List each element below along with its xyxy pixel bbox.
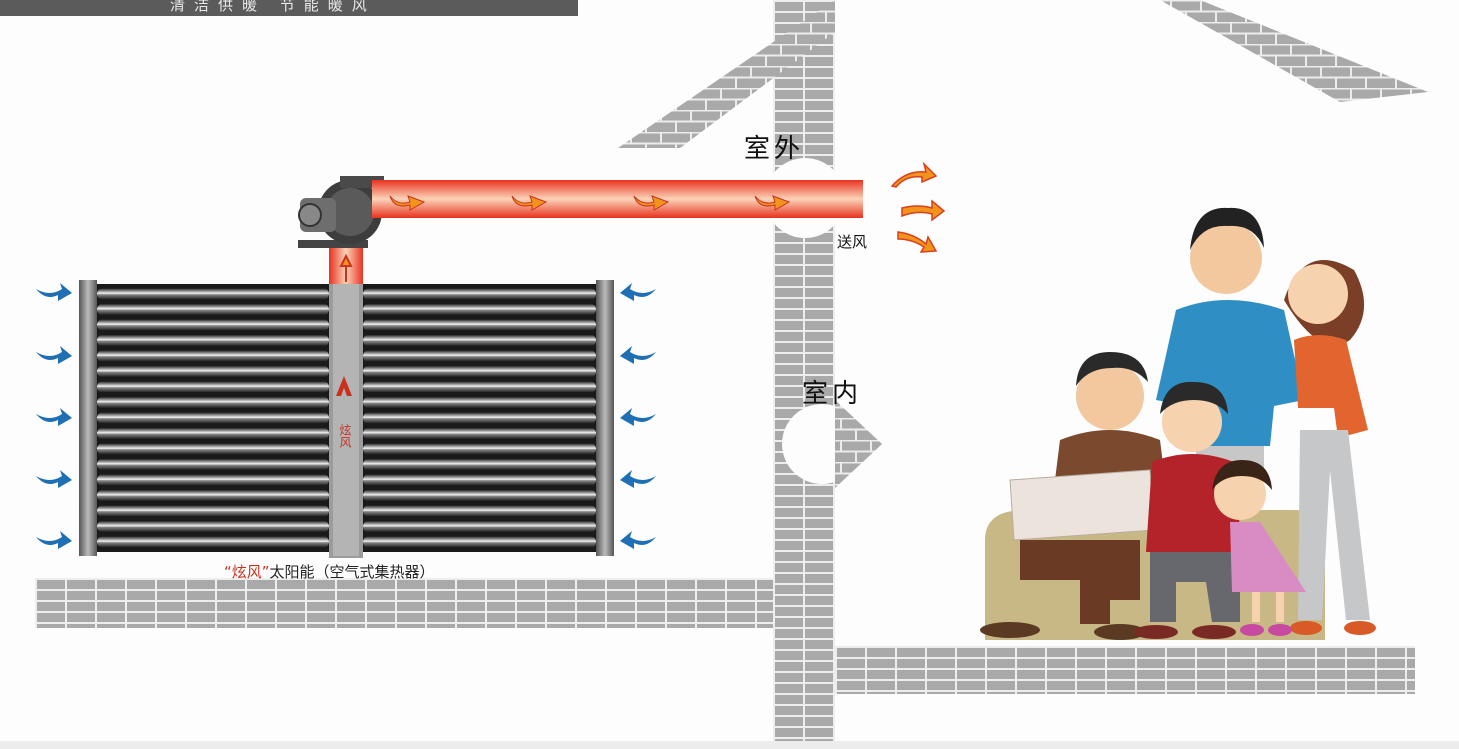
house-floor	[835, 646, 1415, 694]
supply-air-arrows	[890, 161, 946, 253]
vacuum-tube	[363, 334, 596, 347]
vacuum-tube	[97, 474, 329, 486]
cold-air-arrow-icon	[36, 470, 72, 488]
house-roof	[618, 0, 1428, 148]
cold-air-arrow-icon	[620, 346, 656, 364]
cold-air-arrow-icon	[36, 283, 72, 301]
vacuum-tube	[97, 412, 329, 424]
collector-caption-text: 太阳能（空气式集热器）	[269, 563, 435, 581]
vacuum-tube	[97, 303, 329, 316]
vacuum-tube	[363, 427, 596, 440]
cold-air-arrow-icon	[620, 531, 656, 549]
solar-air-collector	[79, 280, 614, 558]
footer-bar	[0, 741, 1459, 749]
vacuum-tube	[97, 458, 329, 471]
vacuum-tube	[363, 288, 596, 300]
brand-logo-icon	[336, 376, 352, 396]
vacuum-tube	[363, 412, 596, 424]
family-illustration	[980, 207, 1376, 640]
label-indoor: 室内	[802, 379, 863, 409]
top-banner: 清洁供暖 节能暖风	[0, 0, 578, 16]
vacuum-tube	[363, 489, 596, 502]
vacuum-tube	[363, 443, 596, 455]
riser-arrow-icon	[339, 253, 353, 282]
cold-air-arrow-icon	[620, 470, 656, 488]
label-outdoor: 室外	[744, 134, 805, 164]
vacuum-tube	[363, 350, 596, 362]
label-supply-air: 送风	[837, 233, 868, 251]
cold-air-intake-arrows	[36, 283, 656, 549]
grandfather-figure	[980, 352, 1170, 640]
vacuum-tube	[363, 536, 596, 548]
pipe-flow-arrows	[389, 195, 791, 211]
vacuum-tube	[97, 319, 329, 331]
flow-arrow-icon	[633, 195, 670, 211]
cold-air-arrow-icon	[36, 346, 72, 364]
vacuum-tube	[97, 381, 329, 393]
vacuum-tube	[363, 505, 596, 517]
vacuum-tube	[97, 427, 329, 440]
flow-arrow-icon	[511, 195, 548, 211]
cold-air-arrow-icon	[620, 283, 656, 301]
vacuum-tube	[363, 319, 596, 331]
vacuum-tube	[363, 381, 596, 393]
collector-left-post	[79, 280, 97, 556]
cold-air-arrow-icon	[620, 408, 656, 426]
vacuum-tube	[97, 334, 329, 347]
cold-air-arrow-icon	[36, 408, 72, 426]
vacuum-tube	[363, 474, 596, 486]
flow-arrow-icon	[754, 195, 791, 211]
warm-air-arrow-icon	[901, 199, 946, 222]
vacuum-tube	[97, 443, 329, 455]
vacuum-tube	[97, 536, 329, 548]
vacuum-tube	[97, 396, 329, 409]
cold-air-arrow-icon	[36, 531, 72, 549]
vacuum-tube	[97, 489, 329, 502]
girl-figure	[1212, 460, 1306, 636]
blower-fan-icon	[298, 176, 384, 248]
warm-air-arrow-icon	[890, 161, 938, 188]
vacuum-tube	[97, 288, 329, 300]
ground-wall	[35, 578, 773, 628]
vacuum-tube	[363, 303, 596, 316]
house-wall-left	[773, 0, 835, 741]
vacuum-tube	[97, 505, 329, 517]
panel-logo-text: 炫风	[338, 424, 352, 448]
warm-air-arrow-icon	[897, 231, 938, 253]
mother-figure	[1284, 260, 1376, 635]
vacuum-tube	[363, 458, 596, 471]
collector-brand-name: “炫风”	[224, 563, 270, 581]
vacuum-tube	[363, 520, 596, 533]
vacuum-tube	[97, 520, 329, 533]
vacuum-tube	[97, 350, 329, 362]
collector-right-post	[596, 280, 614, 556]
collector-caption: “炫风”太阳能（空气式集热器）	[224, 561, 435, 582]
vacuum-tube	[363, 396, 596, 409]
flow-arrow-icon	[389, 195, 426, 211]
banner-text: 清洁供暖 节能暖风	[170, 0, 376, 14]
hot-air-pipe	[372, 180, 863, 218]
vacuum-tube	[97, 365, 329, 378]
wall-opening-indoor	[782, 400, 882, 488]
vacuum-tube	[363, 365, 596, 378]
